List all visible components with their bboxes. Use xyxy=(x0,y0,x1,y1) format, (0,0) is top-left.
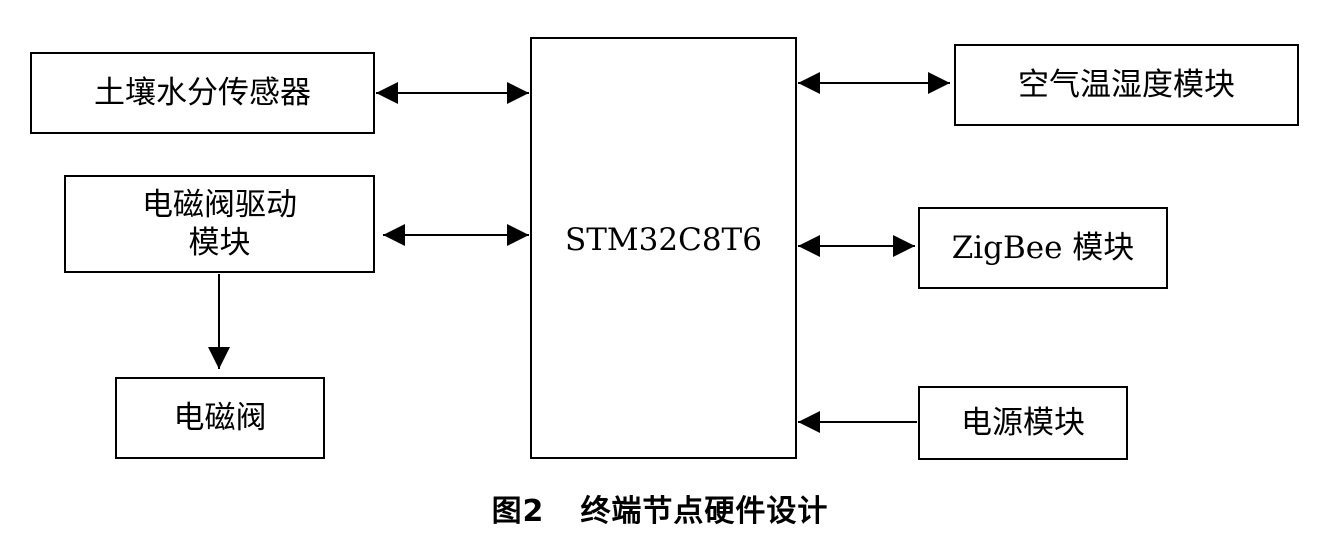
figure-title: 终端节点硬件设计 xyxy=(580,494,829,529)
valve-block: 电磁阀 xyxy=(115,377,325,459)
power-module-block: 电源模块 xyxy=(918,386,1128,460)
mcu-block: STM32C8T6 xyxy=(530,37,797,459)
soil-sensor-block: 土壤水分传感器 xyxy=(30,52,375,134)
valve-driver-label-line1: 电磁阀驱动 xyxy=(142,187,297,223)
valve-driver-label-line2: 模块 xyxy=(188,225,251,261)
power-module-label: 电源模块 xyxy=(961,405,1085,441)
zigbee-module-label: ZigBee 模块 xyxy=(951,230,1135,266)
valve-label: 电磁阀 xyxy=(173,400,267,436)
zigbee-module-block: ZigBee 模块 xyxy=(918,207,1168,289)
figure-caption: 图2 终端节点硬件设计 xyxy=(0,492,1320,532)
valve-driver-text: 电磁阀驱动 模块 xyxy=(142,186,297,262)
soil-sensor-label: 土壤水分传感器 xyxy=(94,75,311,111)
valve-driver-block: 电磁阀驱动 模块 xyxy=(64,175,375,273)
air-module-block: 空气温湿度模块 xyxy=(954,44,1299,126)
air-module-label: 空气温湿度模块 xyxy=(1018,67,1235,103)
figure-number: 图2 xyxy=(491,494,545,529)
mcu-label: STM32C8T6 xyxy=(565,222,762,258)
